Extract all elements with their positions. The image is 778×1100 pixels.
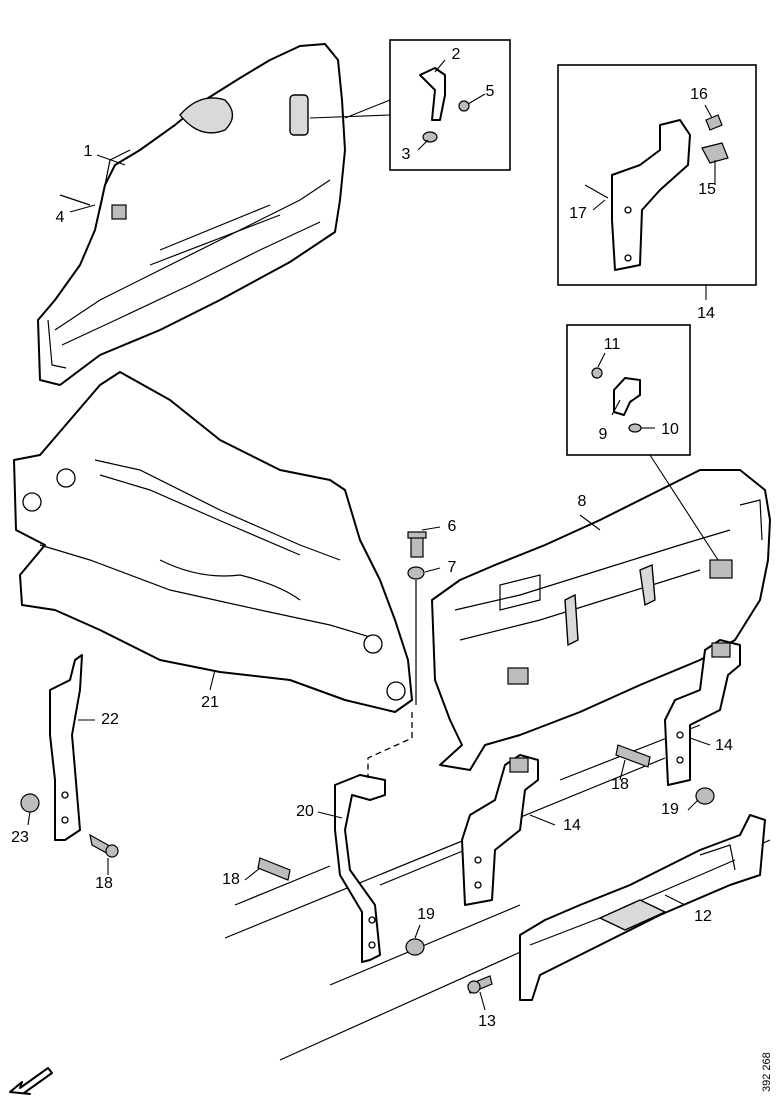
label-10: 10 (661, 421, 679, 438)
label-18-left: 18 (95, 875, 113, 892)
label-4: 4 (56, 209, 65, 226)
label-3: 3 (402, 146, 411, 163)
label-19-right: 19 (661, 801, 679, 818)
detail-box-b (557, 64, 757, 300)
heat-shield-middle-left (13, 371, 413, 713)
label-19-center: 19 (417, 906, 435, 923)
label-8: 8 (578, 493, 587, 510)
bracket-center (334, 774, 386, 963)
document-id: 392 268 (761, 1052, 773, 1092)
label-16: 16 (690, 86, 708, 103)
label-20: 20 (296, 803, 314, 820)
label-14-middle: 14 (563, 817, 581, 834)
heat-shield-upper (37, 43, 346, 386)
label-18-right: 18 (611, 776, 629, 793)
bracket-14-middle (461, 754, 539, 906)
label-11: 11 (604, 336, 621, 353)
label-18-center: 18 (222, 871, 240, 888)
heat-shield-right (431, 469, 771, 771)
label-13: 13 (478, 1013, 496, 1030)
label-7: 7 (448, 559, 457, 576)
fasteners (20, 194, 715, 994)
label-14-box: 14 (697, 305, 715, 322)
label-2: 2 (452, 46, 461, 63)
label-23: 23 (11, 829, 29, 846)
assembly-line (367, 712, 413, 778)
bracket-left (49, 654, 83, 841)
crossmember-bracket (519, 814, 766, 1001)
label-1: 1 (84, 143, 93, 160)
label-21: 21 (201, 694, 219, 711)
part-labels: 1 2 3 4 5 6 7 8 9 10 11 12 13 14 14 14 1… (11, 46, 733, 1030)
leader-lines (27, 59, 716, 1011)
detail-box-a (309, 39, 511, 171)
label-17: 17 (569, 205, 587, 222)
label-12: 12 (694, 908, 712, 925)
bracket-14-right (664, 639, 741, 786)
label-5: 5 (486, 83, 495, 100)
label-14-right: 14 (715, 737, 733, 754)
label-15: 15 (698, 181, 716, 198)
label-6: 6 (448, 518, 457, 535)
label-22: 22 (101, 711, 119, 728)
arrow-down-left-icon (9, 1067, 53, 1095)
label-9: 9 (599, 426, 608, 443)
detail-box-c (566, 324, 719, 561)
